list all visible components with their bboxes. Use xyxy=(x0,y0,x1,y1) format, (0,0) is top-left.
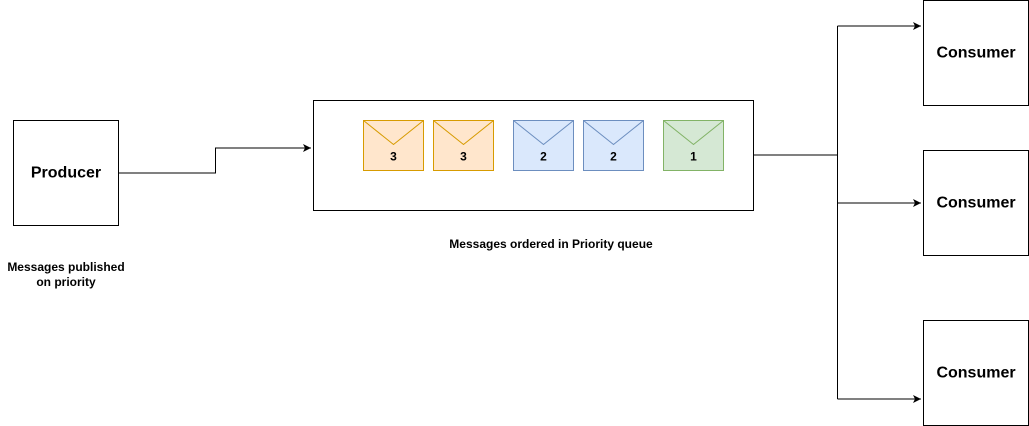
envelope-flap-icon xyxy=(363,120,424,146)
producer-caption-line2: on priority xyxy=(36,275,96,289)
producer-box xyxy=(13,120,119,226)
consumer-label-1: Consumer xyxy=(936,45,1015,62)
consumer-label-2: Consumer xyxy=(936,195,1015,212)
message-priority-label: 1 xyxy=(690,150,697,164)
queue-to-consumers-connectors xyxy=(753,22,921,403)
consumer-box-2 xyxy=(923,150,1029,256)
consumer-box-1 xyxy=(923,0,1029,106)
message-priority-label: 3 xyxy=(390,150,397,164)
producer-node[interactable]: Producer xyxy=(13,120,119,226)
queue-messages: 3 3 2 2 1 xyxy=(363,120,724,171)
envelope-flap-icon xyxy=(433,120,494,146)
message-envelope[interactable]: 2 xyxy=(583,120,644,171)
producer-to-queue-arrow xyxy=(118,144,311,174)
consumer-node-1[interactable]: Consumer xyxy=(923,0,1029,106)
producer-label: Producer xyxy=(31,165,101,182)
message-envelope[interactable]: 2 xyxy=(513,120,574,171)
consumer-label-3: Consumer xyxy=(936,365,1015,382)
message-envelope[interactable]: 1 xyxy=(663,120,724,171)
message-priority-label: 3 xyxy=(460,150,467,164)
envelope-flap-icon xyxy=(513,120,574,146)
consumer-node-2[interactable]: Consumer xyxy=(923,150,1029,256)
message-priority-label: 2 xyxy=(610,150,617,164)
envelope-flap-icon xyxy=(663,120,724,146)
priority-queue[interactable]: 3 3 2 2 1 xyxy=(313,100,754,211)
envelope-flap-icon xyxy=(583,120,644,146)
message-envelope[interactable]: 3 xyxy=(433,120,494,171)
queue-caption: Messages ordered in Priority queue xyxy=(449,237,653,251)
consumer-node-3[interactable]: Consumer xyxy=(923,320,1029,426)
message-priority-label: 2 xyxy=(540,150,547,164)
consumer-box-3 xyxy=(923,320,1029,426)
message-envelope[interactable]: 3 xyxy=(363,120,424,171)
producer-caption-line1: Messages published xyxy=(7,260,124,274)
